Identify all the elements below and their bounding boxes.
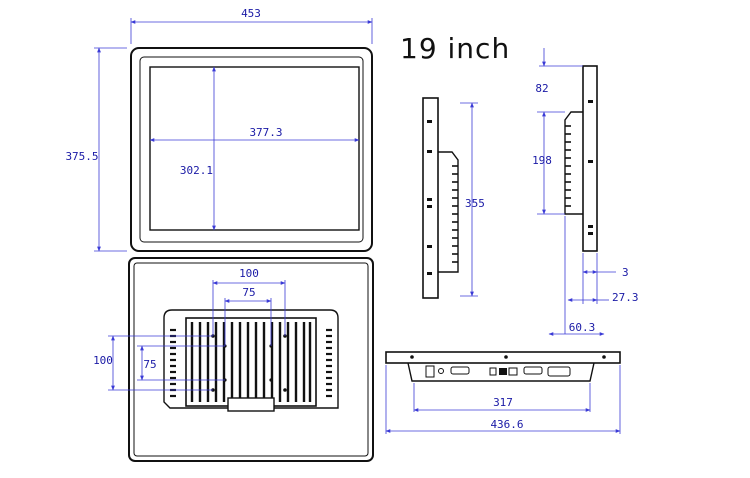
bottom-housing bbox=[407, 362, 595, 382]
rear-housing-outline bbox=[128, 257, 374, 462]
bottom-bezel bbox=[385, 351, 621, 364]
usb-port-1 bbox=[489, 367, 497, 376]
detail-profile-back bbox=[564, 111, 583, 215]
heatsink-fins bbox=[190, 322, 312, 402]
front-bezel-inner bbox=[139, 56, 364, 243]
side-profile-front bbox=[422, 97, 439, 299]
rear-view: 100 75 100 75 bbox=[93, 257, 374, 462]
dim-overall-width: 453 bbox=[241, 7, 261, 20]
dim-top-offset: 82 bbox=[535, 82, 548, 95]
dim-detail-height: 198 bbox=[532, 154, 552, 167]
detail-profile-fins bbox=[565, 125, 571, 207]
dim-vesa-inner-w: 75 bbox=[242, 286, 255, 299]
front-bezel-outline bbox=[130, 47, 373, 252]
side-profile-back bbox=[438, 151, 459, 273]
dim-depth: 27.3 bbox=[612, 291, 639, 304]
front-view: 453 375.5 377.3 302.1 bbox=[65, 7, 373, 252]
power-port bbox=[425, 365, 435, 378]
side-mount-holes bbox=[427, 120, 432, 275]
dim-outer-width: 436.6 bbox=[490, 418, 523, 431]
rear-side-vents bbox=[170, 328, 332, 398]
dim-thickness: 3 bbox=[622, 266, 629, 279]
display-area bbox=[149, 66, 360, 231]
dim-display-width: 377.3 bbox=[249, 126, 282, 139]
drawing-title: 19 inch bbox=[400, 32, 510, 65]
bottom-io-ports bbox=[425, 365, 571, 378]
dim-vesa-inner-h: 75 bbox=[143, 358, 156, 371]
detail-profile-front bbox=[582, 65, 598, 252]
usb-port-2 bbox=[508, 367, 518, 376]
detail-mount-holes bbox=[588, 100, 593, 235]
dim-vesa-outer-w: 100 bbox=[239, 267, 259, 280]
dim-overall-height: 375.5 bbox=[65, 150, 98, 163]
side-profile-fins bbox=[452, 165, 458, 263]
com-port-1 bbox=[523, 366, 543, 375]
dim-mount-height: 355 bbox=[465, 197, 485, 210]
dc-jack bbox=[438, 368, 444, 374]
dim-display-height: 302.1 bbox=[180, 164, 213, 177]
dim-inner-width: 317 bbox=[493, 396, 513, 409]
rear-housing-inner bbox=[133, 262, 369, 457]
side-view: 355 bbox=[422, 97, 485, 299]
lan-port bbox=[499, 368, 507, 375]
dim-total-depth: 60.3 bbox=[569, 321, 596, 334]
rear-handle bbox=[227, 397, 275, 412]
dim-vesa-outer-h: 100 bbox=[93, 354, 113, 367]
side-detail-view: 82 198 3 27.3 60.3 bbox=[532, 48, 639, 336]
com-port-2 bbox=[547, 366, 571, 377]
bottom-screws bbox=[410, 355, 606, 359]
vga-port bbox=[450, 366, 470, 375]
bottom-view: 317 436.6 bbox=[385, 351, 621, 434]
rear-back-plate bbox=[163, 309, 339, 409]
